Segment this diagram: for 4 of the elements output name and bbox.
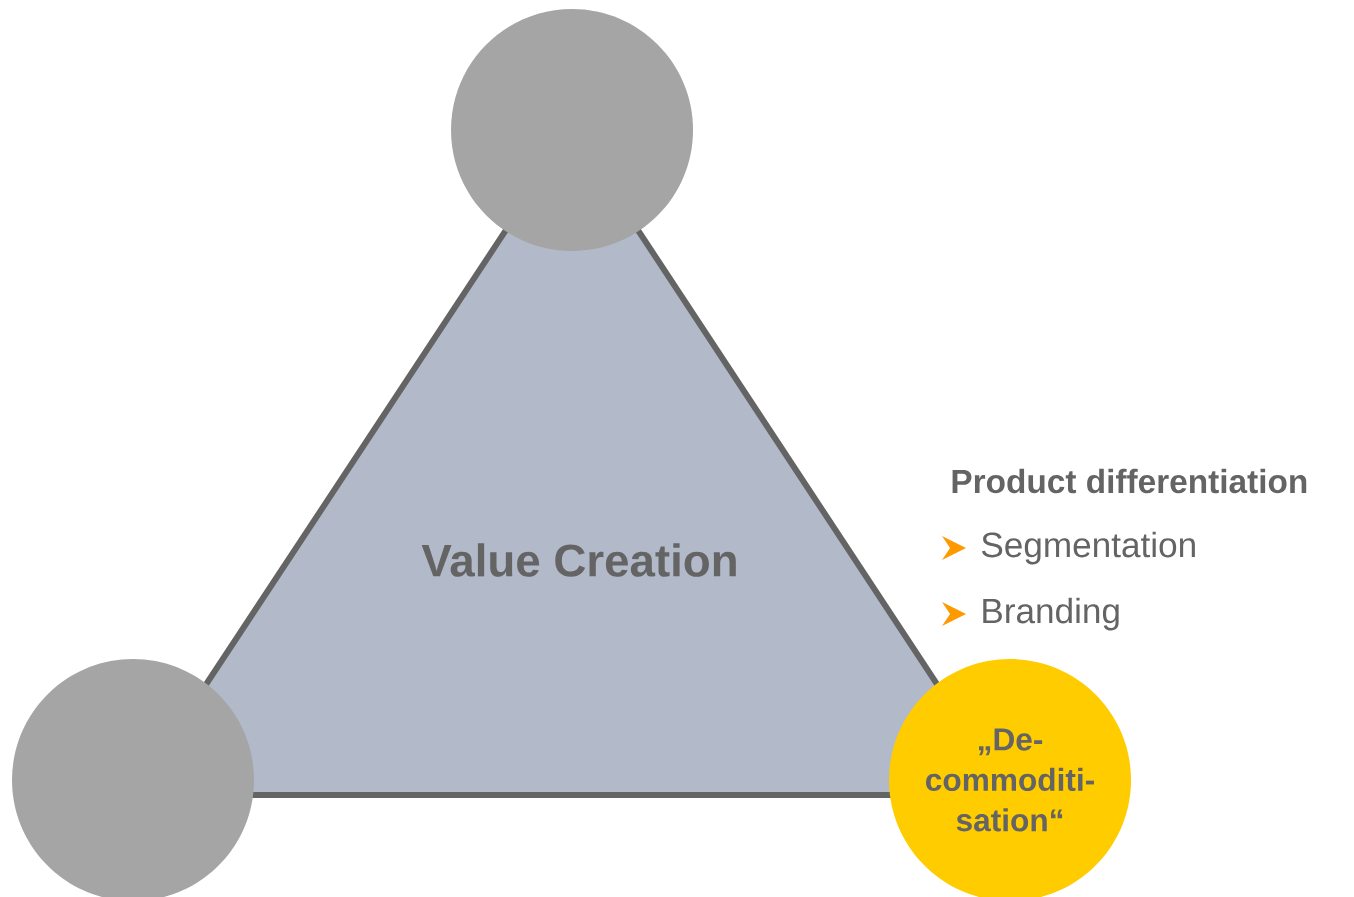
heading: Product differentiation — [952, 468, 1307, 494]
circle — [451, 9, 693, 251]
bullet-item: Branding — [983, 597, 1119, 631]
bullet-item: Segmentation — [981, 531, 1195, 565]
